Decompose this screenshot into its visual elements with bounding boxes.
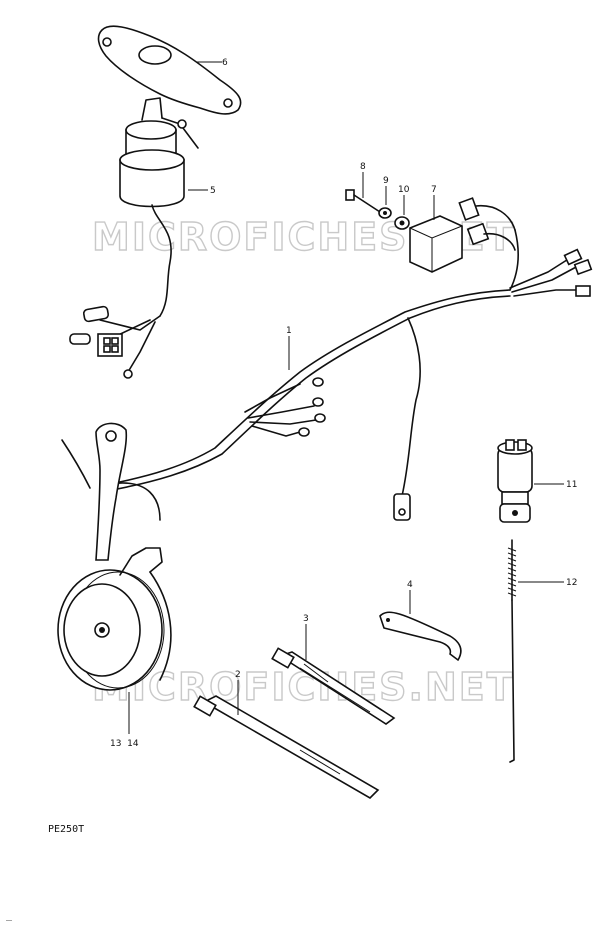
part-2-cable-tie <box>193 695 380 800</box>
part-13-14-horn <box>57 422 172 691</box>
diagram-code: PE250T <box>48 824 84 835</box>
part-10-washer <box>394 216 410 230</box>
part-12-spring <box>507 539 517 763</box>
part-4-clamp <box>379 611 462 662</box>
part-6-bracket <box>97 25 242 115</box>
label-13-14: 13 14 <box>110 739 139 749</box>
watermark-bottom: MICROFICHES.NET <box>92 665 515 709</box>
part-11-switch <box>497 439 533 523</box>
label-12: 12 <box>566 578 577 588</box>
leader-lines <box>128 61 564 734</box>
label-10: 10 <box>398 185 410 195</box>
part-8-bolt <box>345 189 381 213</box>
label-5: 5 <box>210 186 216 196</box>
label-2: 2 <box>235 670 241 680</box>
part-5-ignition-switch <box>69 97 199 379</box>
footer-mark: _ <box>6 910 13 921</box>
label-7: 7 <box>431 185 437 195</box>
part-1-wiring-harness <box>109 229 593 521</box>
label-8: 8 <box>360 162 366 172</box>
label-4: 4 <box>407 580 413 590</box>
label-1: 1 <box>286 326 292 336</box>
label-6: 6 <box>222 58 228 68</box>
part-3-cable-tie <box>271 647 396 725</box>
part-9-washer <box>378 207 392 219</box>
part-7-relay <box>409 197 516 273</box>
label-11: 11 <box>566 480 577 490</box>
label-9: 9 <box>383 176 389 186</box>
label-3: 3 <box>303 614 309 624</box>
